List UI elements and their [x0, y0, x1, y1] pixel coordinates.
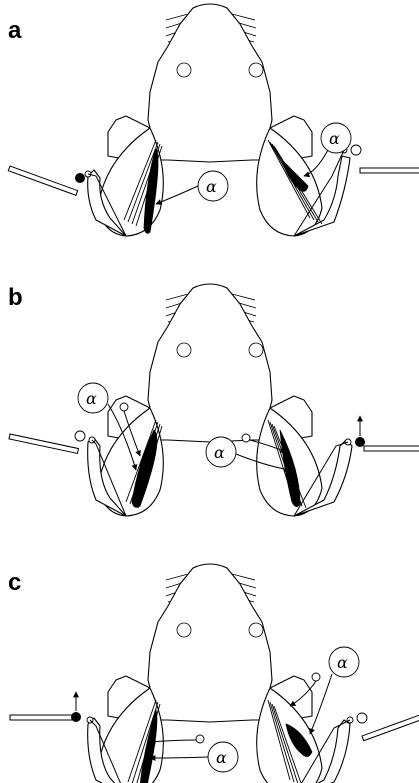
alpha-label-b-right: α	[214, 443, 225, 462]
left-bar-c	[10, 715, 72, 720]
panel-b: b α α	[8, 284, 419, 516]
panel-letter-b: b	[8, 284, 23, 311]
alpha-label-c-right: α	[337, 653, 348, 672]
right-joint-filled-b	[355, 437, 365, 447]
panel-a: a α α	[8, 4, 419, 236]
alpha-label-a-left: α	[206, 177, 217, 196]
left-joint-filled-c	[71, 712, 81, 722]
panel-letter-c: c	[8, 569, 21, 596]
alpha-label-c-left: α	[216, 748, 227, 767]
alpha-label-a-right: α	[329, 129, 340, 148]
right-bar-c	[362, 715, 419, 741]
right-bar-a	[360, 168, 419, 173]
alpha-label-b-left: α	[86, 389, 97, 408]
panel-c: c α α	[8, 564, 419, 783]
left-joint-filled-a	[75, 173, 85, 183]
panel-letter-a: a	[8, 17, 22, 44]
right-foot-a	[351, 145, 361, 155]
left-bar-b	[9, 434, 79, 453]
right-bar-b	[364, 446, 419, 451]
right-foot-c	[357, 713, 367, 723]
left-bar-a	[8, 166, 77, 195]
